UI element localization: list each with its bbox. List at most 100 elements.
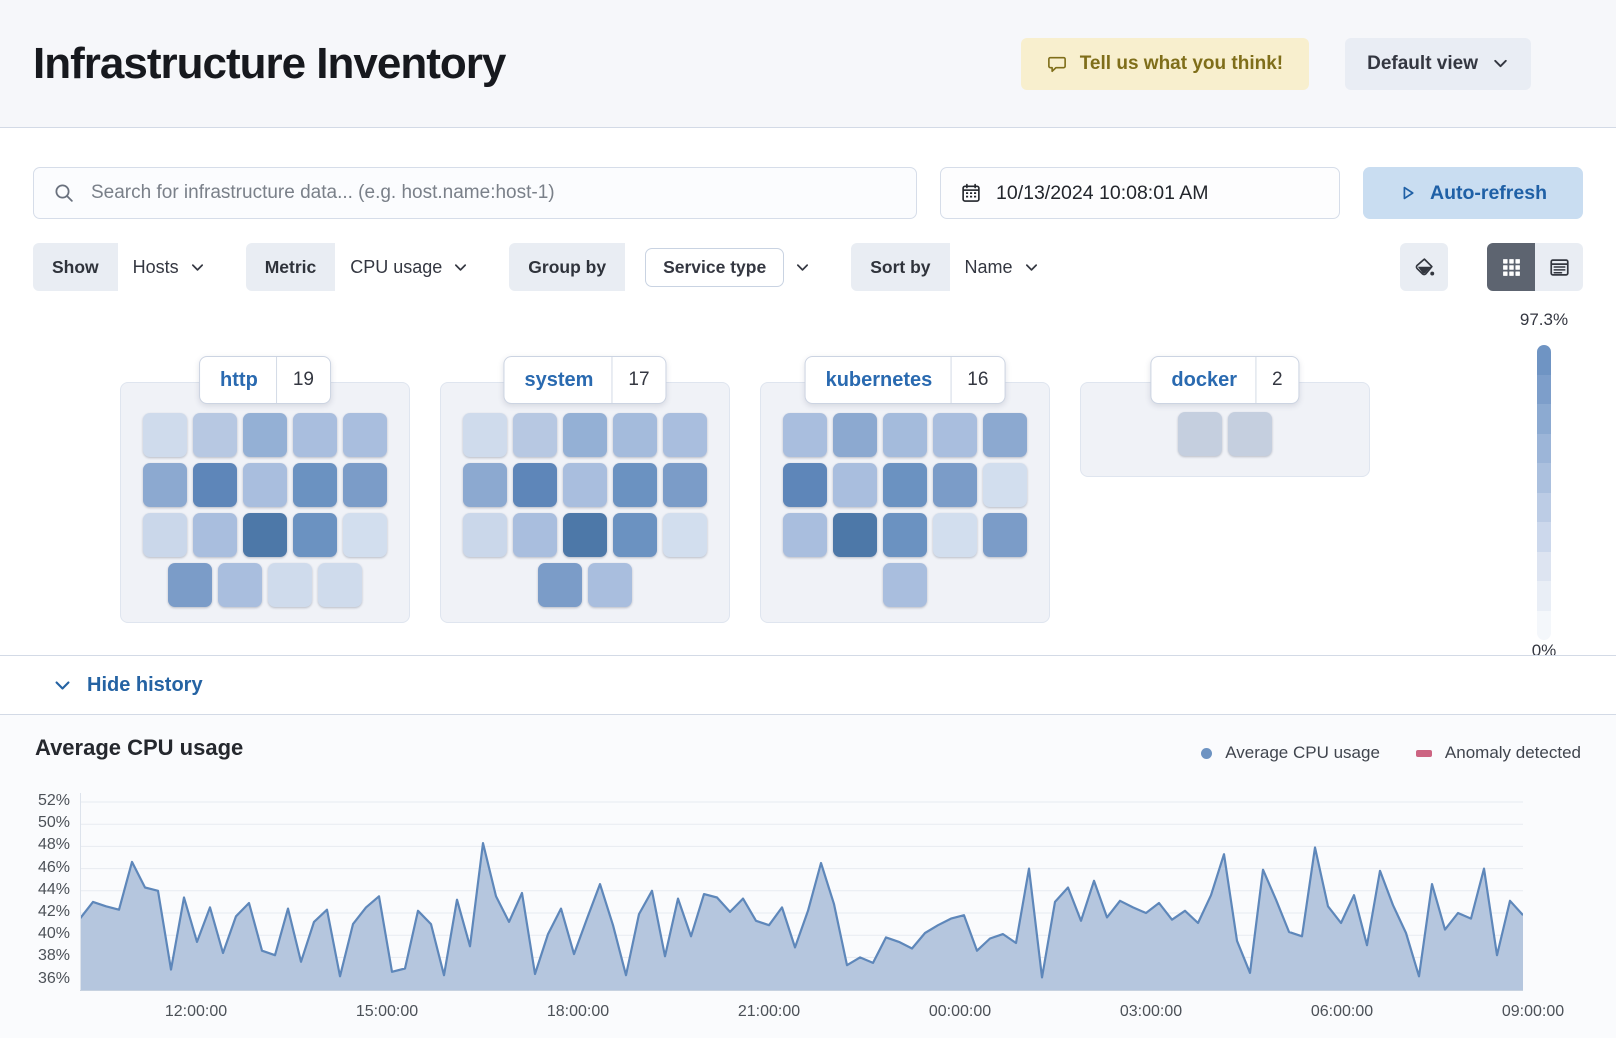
- auto-refresh-label: Auto-refresh: [1429, 181, 1547, 204]
- host-tile[interactable]: [538, 563, 582, 607]
- host-tile[interactable]: [463, 513, 507, 557]
- view-mode-toggle: [1487, 243, 1583, 291]
- host-tile[interactable]: [983, 413, 1027, 457]
- host-tile[interactable]: [663, 413, 707, 457]
- feedback-button-label: Tell us what you think!: [1079, 52, 1284, 74]
- host-tile[interactable]: [983, 513, 1027, 557]
- hide-history-toggle[interactable]: Hide history: [47, 673, 209, 698]
- color-scale-step: [1537, 581, 1551, 611]
- host-tile[interactable]: [933, 463, 977, 507]
- host-tile[interactable]: [193, 513, 237, 557]
- host-tile[interactable]: [243, 463, 287, 507]
- host-tile[interactable]: [463, 463, 507, 507]
- host-tile[interactable]: [563, 513, 607, 557]
- host-tile[interactable]: [833, 513, 877, 557]
- show-filter-label: Show: [33, 243, 118, 291]
- group-count: 16: [950, 357, 1004, 403]
- host-tile[interactable]: [293, 513, 337, 557]
- sort-by-filter-dropdown[interactable]: Name: [949, 243, 1054, 291]
- date-picker-value: 10/13/2024 10:08:01 AM: [996, 181, 1209, 204]
- host-tile[interactable]: [168, 563, 212, 607]
- tile-row: [168, 563, 362, 607]
- group-name-link[interactable]: system: [524, 368, 594, 391]
- host-tile[interactable]: [343, 513, 387, 557]
- view-selector-button[interactable]: Default view: [1345, 37, 1531, 90]
- cpu-history-section: Average CPU usage Average CPU usage Anom…: [0, 715, 1616, 1038]
- search-box[interactable]: [33, 167, 917, 219]
- host-tile[interactable]: [883, 463, 927, 507]
- host-tile[interactable]: [343, 463, 387, 507]
- host-tile[interactable]: [1228, 412, 1272, 456]
- host-tile[interactable]: [143, 463, 187, 507]
- speech-bubble-icon: [1047, 54, 1067, 74]
- host-tile[interactable]: [143, 513, 187, 557]
- group-by-filter-dropdown[interactable]: Service type: [625, 243, 826, 291]
- group-by-chip[interactable]: Service type: [645, 247, 785, 287]
- host-tile[interactable]: [318, 563, 362, 607]
- y-axis-label: 36%: [37, 969, 70, 987]
- group-name-link[interactable]: docker: [1171, 368, 1238, 391]
- host-tile[interactable]: [983, 463, 1027, 507]
- host-tile[interactable]: [563, 413, 607, 457]
- host-tile[interactable]: [243, 513, 287, 557]
- group-name-link[interactable]: http: [220, 368, 258, 391]
- host-tile[interactable]: [883, 513, 927, 557]
- host-tile[interactable]: [783, 513, 827, 557]
- host-tile[interactable]: [513, 463, 557, 507]
- host-tile[interactable]: [883, 563, 927, 607]
- search-input[interactable]: [89, 181, 896, 205]
- y-axis-label: 42%: [37, 903, 70, 920]
- host-tile[interactable]: [613, 463, 657, 507]
- show-filter-dropdown[interactable]: Hosts: [117, 243, 220, 291]
- auto-refresh-button[interactable]: Auto-refresh: [1363, 167, 1583, 219]
- host-tile[interactable]: [243, 413, 287, 457]
- host-tile[interactable]: [513, 413, 557, 457]
- host-tile[interactable]: [588, 563, 632, 607]
- sort-by-filter-label: Sort by: [851, 243, 950, 291]
- host-tile[interactable]: [193, 413, 237, 457]
- host-tile[interactable]: [783, 413, 827, 457]
- table-view-toggle[interactable]: [1535, 243, 1583, 291]
- date-picker-button[interactable]: 10/13/2024 10:08:01 AM: [940, 167, 1340, 219]
- host-tile[interactable]: [343, 413, 387, 457]
- host-tile[interactable]: [833, 413, 877, 457]
- series-dot-icon: [1201, 747, 1213, 759]
- host-tile[interactable]: [513, 513, 557, 557]
- host-tile[interactable]: [933, 513, 977, 557]
- group-name-link[interactable]: kubernetes: [825, 368, 933, 391]
- host-tile[interactable]: [1178, 412, 1222, 456]
- host-tile[interactable]: [268, 563, 312, 607]
- host-tile[interactable]: [783, 463, 827, 507]
- host-tile[interactable]: [463, 413, 507, 457]
- service-group-kubernetes: kubernetes 16: [760, 356, 1050, 623]
- host-tile[interactable]: [663, 463, 707, 507]
- host-tile[interactable]: [143, 413, 187, 457]
- map-view-toggle[interactable]: [1487, 243, 1535, 291]
- group-badge-kubernetes[interactable]: kubernetes 16: [804, 356, 1006, 404]
- host-tile[interactable]: [293, 463, 337, 507]
- metric-filter: Metric CPU usage: [245, 243, 484, 291]
- host-tile[interactable]: [663, 513, 707, 557]
- x-axis-label: 03:00:00: [1119, 1003, 1183, 1020]
- host-tile[interactable]: [193, 463, 237, 507]
- host-tile[interactable]: [833, 463, 877, 507]
- host-tile[interactable]: [218, 563, 262, 607]
- legend-item-anomaly[interactable]: Anomaly detected: [1415, 743, 1581, 763]
- tile-row: [463, 463, 707, 507]
- feedback-button[interactable]: Tell us what you think!: [1020, 37, 1310, 90]
- host-tile[interactable]: [933, 413, 977, 457]
- x-axis-label: 18:00:00: [546, 1003, 610, 1020]
- host-tile[interactable]: [883, 413, 927, 457]
- host-tile[interactable]: [293, 413, 337, 457]
- legend-color-palette-button[interactable]: [1400, 243, 1448, 291]
- host-tile[interactable]: [563, 463, 607, 507]
- metric-filter-dropdown[interactable]: CPU usage: [335, 243, 484, 291]
- host-tile[interactable]: [613, 513, 657, 557]
- y-axis-label: 48%: [37, 836, 70, 854]
- host-tile[interactable]: [613, 413, 657, 457]
- legend-item-average-cpu[interactable]: Average CPU usage: [1201, 743, 1380, 763]
